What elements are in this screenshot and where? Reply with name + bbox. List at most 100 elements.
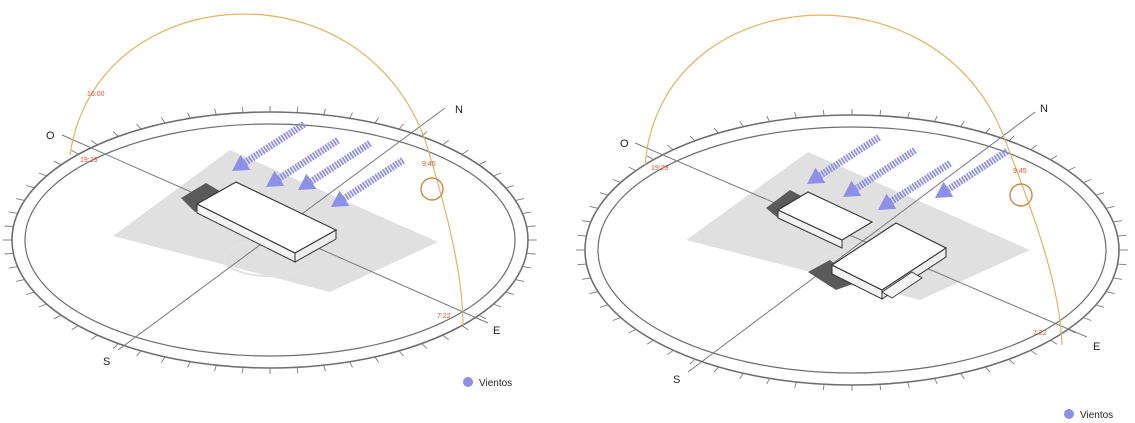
compass-tick xyxy=(522,266,532,269)
compass-tick xyxy=(667,349,674,356)
compass-tick xyxy=(398,350,404,357)
cardinal-south-label: S xyxy=(673,374,680,386)
compass-ring xyxy=(576,109,1128,391)
compass-tick xyxy=(91,334,98,340)
compass-tick xyxy=(934,115,938,122)
sun-path-arc xyxy=(69,13,464,326)
compass-tick xyxy=(398,123,404,130)
compass-tick xyxy=(421,343,428,349)
compass-ring xyxy=(3,106,537,374)
compass-tick xyxy=(581,220,591,223)
compass-tick xyxy=(112,343,119,349)
compass-tick xyxy=(112,131,119,137)
compass-tick xyxy=(1030,144,1037,151)
compass-tick xyxy=(766,378,770,385)
compass-ticks xyxy=(3,106,537,374)
compass-tick xyxy=(241,367,244,374)
compass-tick xyxy=(421,131,428,137)
compass-tick xyxy=(91,140,98,146)
compass-tick xyxy=(1113,220,1123,223)
east-west-axis xyxy=(634,142,1088,338)
compass-tick xyxy=(985,366,991,373)
compass-tick xyxy=(25,291,35,295)
compass-tick xyxy=(16,198,25,201)
compass-tick xyxy=(323,108,326,115)
time-afternoon-label: 16:00 xyxy=(87,91,105,98)
building-top-face xyxy=(776,191,874,241)
compass-tick xyxy=(907,111,910,119)
compass-tick xyxy=(599,304,609,308)
wind-arrow xyxy=(878,160,953,210)
compass-tick xyxy=(589,205,599,209)
compass-tick xyxy=(628,166,637,172)
compass-tick xyxy=(794,111,797,119)
compass-tick xyxy=(8,211,18,214)
cardinal-south-label: S xyxy=(103,356,110,368)
wind-arrow xyxy=(232,121,307,171)
compass-tick xyxy=(960,120,965,127)
compass-tick xyxy=(1095,304,1105,308)
compass-tick xyxy=(8,266,18,269)
compass-tick xyxy=(589,291,599,295)
compass-tick xyxy=(646,339,654,345)
compass-tick xyxy=(296,367,299,374)
building-annex xyxy=(881,271,923,299)
compass-tick xyxy=(214,365,217,372)
building-top-face xyxy=(195,181,338,254)
cardinal-north-label: N xyxy=(1040,103,1048,115)
compass-tick xyxy=(442,140,449,146)
compass-tick xyxy=(1095,192,1105,196)
compass-tick xyxy=(960,373,965,380)
time-sunrise-label: 7:22 xyxy=(437,313,451,320)
wind-dot-icon xyxy=(1064,409,1074,419)
compass-tick xyxy=(296,106,299,113)
compass-tick xyxy=(187,361,191,368)
sun-icon xyxy=(1009,183,1033,207)
compass-tick xyxy=(689,135,696,142)
compass-tick xyxy=(505,291,515,295)
compass-tick xyxy=(713,366,719,373)
compass-tick xyxy=(4,225,14,228)
compass-tick xyxy=(461,149,469,155)
compass-tick xyxy=(577,234,587,237)
compass-tick xyxy=(1117,263,1127,266)
compass-tick xyxy=(1008,358,1015,365)
time-sunset-label: 19:23 xyxy=(651,165,669,172)
compass-tick xyxy=(442,334,449,340)
compass-tick xyxy=(349,112,353,119)
left-diagram: N O E S 19:23 16:00 9:45 7:22 Vientos xyxy=(3,13,537,389)
compass-tick xyxy=(515,279,524,282)
wind-arrows xyxy=(807,134,1010,210)
compass-tick xyxy=(136,123,142,130)
compass-tick xyxy=(478,314,487,320)
compass-tick xyxy=(374,117,379,124)
wind-arrow xyxy=(266,137,341,187)
compass-tick xyxy=(214,108,217,115)
compass-tick xyxy=(879,109,882,116)
wind-arrow xyxy=(298,140,373,190)
compass-tick xyxy=(71,149,79,155)
compass-tick xyxy=(1117,234,1127,237)
compass-tick xyxy=(478,160,487,166)
compass-tick xyxy=(628,328,637,334)
cardinal-west-label: O xyxy=(620,138,629,150)
sun-path-arc xyxy=(644,14,1063,346)
compass-tick xyxy=(1113,277,1123,280)
building-block xyxy=(181,181,338,263)
building-top-face xyxy=(830,222,948,291)
compass-tick xyxy=(53,160,62,166)
compass-tick xyxy=(4,252,14,255)
wind-arrow xyxy=(935,148,1010,198)
cardinal-east-label: E xyxy=(1093,341,1100,353)
wind-arrow xyxy=(807,134,882,184)
compass-tick xyxy=(1030,349,1037,356)
compass-tick xyxy=(1008,135,1015,142)
compass-tick xyxy=(493,303,502,308)
compass-tick xyxy=(689,358,696,365)
compass-tick xyxy=(1083,317,1092,321)
compass-tick xyxy=(522,211,532,214)
compass-tick xyxy=(53,314,62,320)
compass-tick xyxy=(879,384,882,391)
wind-arrow xyxy=(843,147,918,197)
